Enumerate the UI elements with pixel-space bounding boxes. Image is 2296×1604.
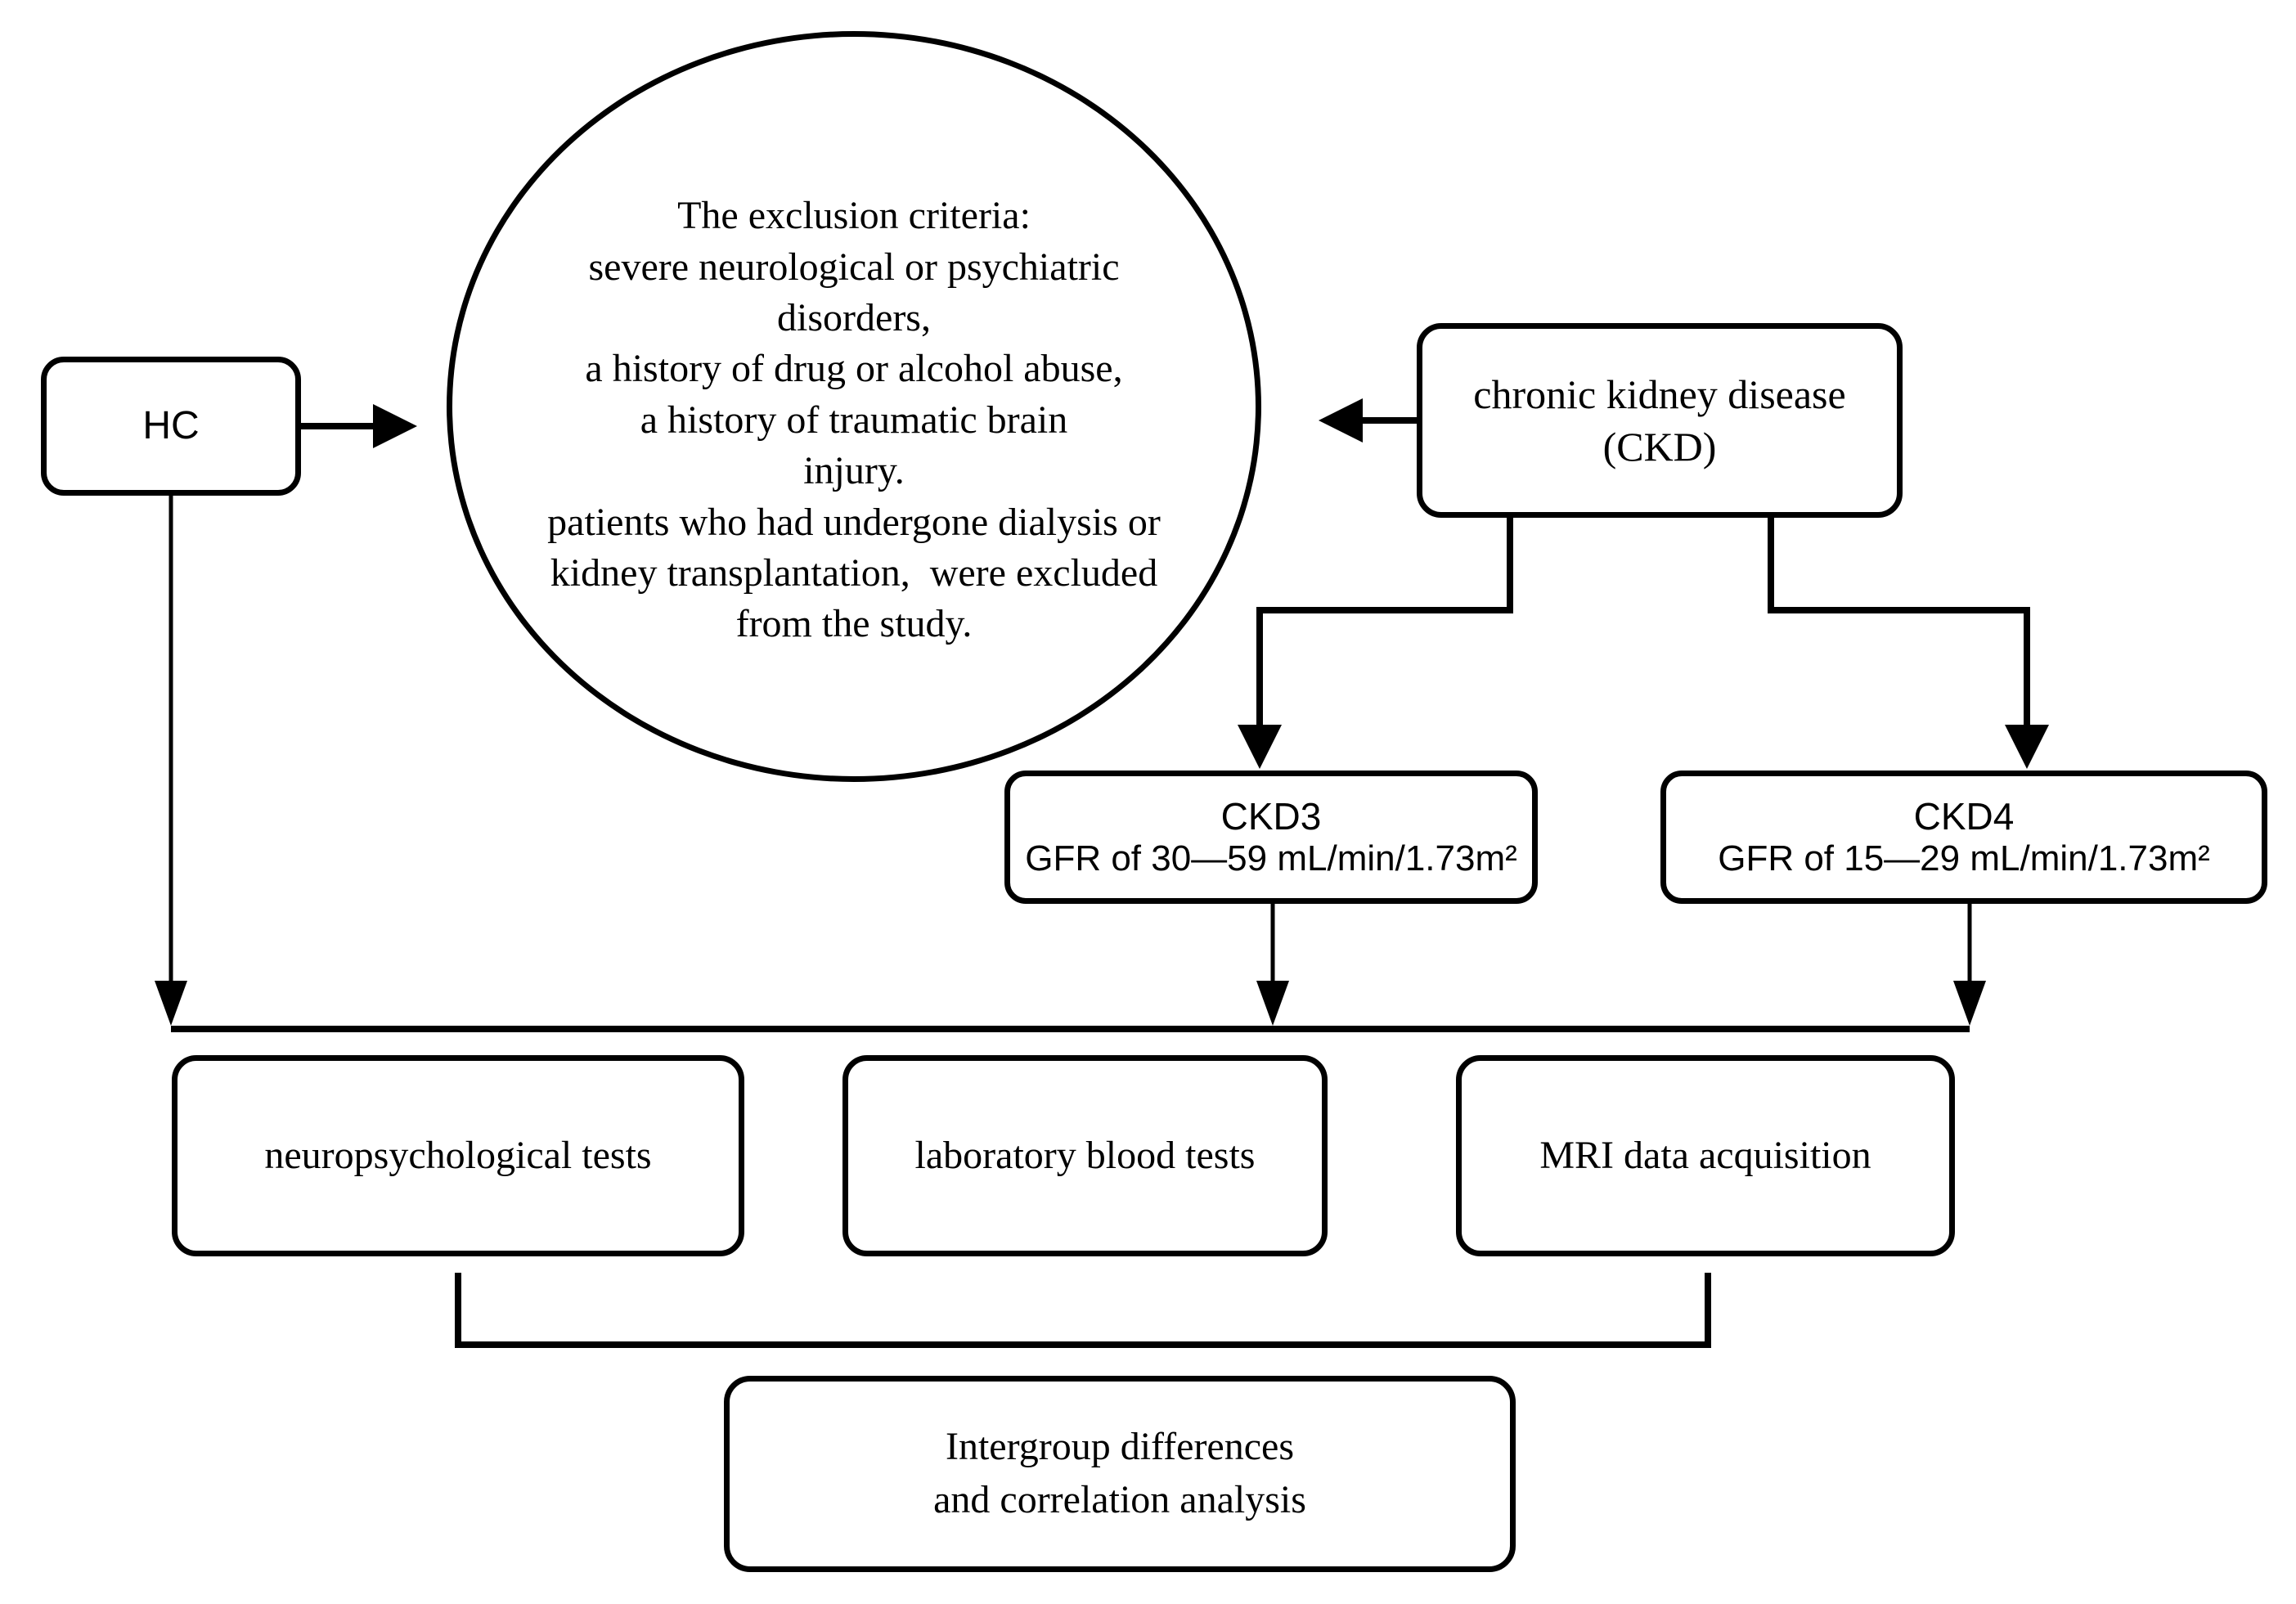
node-hc: HC [41,357,301,496]
node-ckd4: CKD4 GFR of 15—29 mL/min/1.73m² [1660,771,2267,904]
exclusion-line: injury. [803,449,905,493]
node-neuropsychological-tests: neuropsychological tests [172,1055,744,1256]
exclusion-line: disorders, [777,296,931,340]
exclusion-line: The exclusion criteria: [677,194,1031,238]
exclusion-line: patients who had undergone dialysis or [547,500,1161,544]
mri-data-acquisition-label: MRI data acquisition [1539,1133,1871,1177]
connector-ckd-to-ckd3 [1238,515,1513,769]
arrow-hc-to-exclusion-circle [301,404,417,448]
node-mri-data-acquisition: MRI data acquisition [1456,1055,1955,1256]
ckd4-gfr-range: GFR of 15—29 mL/min/1.73m² [1718,838,2210,878]
connector-ckd3-down [1256,902,1289,1026]
exclusion-line: severe neurological or psychiatric [588,245,1120,289]
node-intergroup-analysis: Intergroup differences and correlation a… [724,1376,1516,1572]
exclusion-line: from the study. [735,602,973,646]
connector-hc-down [155,494,187,1026]
arrow-ckd-to-exclusion-circle [1319,398,1417,443]
laboratory-blood-tests-label: laboratory blood tests [914,1133,1256,1177]
analysis-label-line1: Intergroup differences [945,1425,1295,1469]
ckd-label-line2: (CKD) [1602,424,1717,470]
ckd4-title: CKD4 [1913,794,2015,838]
ckd-label-line1: chronic kidney disease [1473,371,1846,417]
node-laboratory-blood-tests: laboratory blood tests [842,1055,1328,1256]
analysis-label-line2: and correlation analysis [933,1478,1306,1521]
connector-ckd-to-ckd4 [1768,515,2049,769]
exclusion-line: kidney transplantation, were excluded [550,550,1158,595]
bracket-connector [455,1273,1711,1348]
exclusion-line: a history of drug or alcohol abuse, [585,347,1123,391]
exclusion-criteria-text: The exclusion criteria: severe neurologi… [547,191,1161,650]
ckd3-gfr-range: GFR of 30—59 mL/min/1.73m² [1025,838,1517,878]
hc-label: HC [142,403,200,447]
exclusion-line: a history of traumatic brain [640,398,1068,442]
neuropsychological-tests-label: neuropsychological tests [264,1133,652,1177]
node-ckd: chronic kidney disease (CKD) [1417,323,1903,518]
exclusion-criteria-circle: The exclusion criteria: severe neurologi… [447,31,1261,782]
connector-ckd4-down [1953,902,1986,1026]
ckd3-title: CKD3 [1220,794,1322,838]
node-ckd3: CKD3 GFR of 30—59 mL/min/1.73m² [1004,771,1538,904]
